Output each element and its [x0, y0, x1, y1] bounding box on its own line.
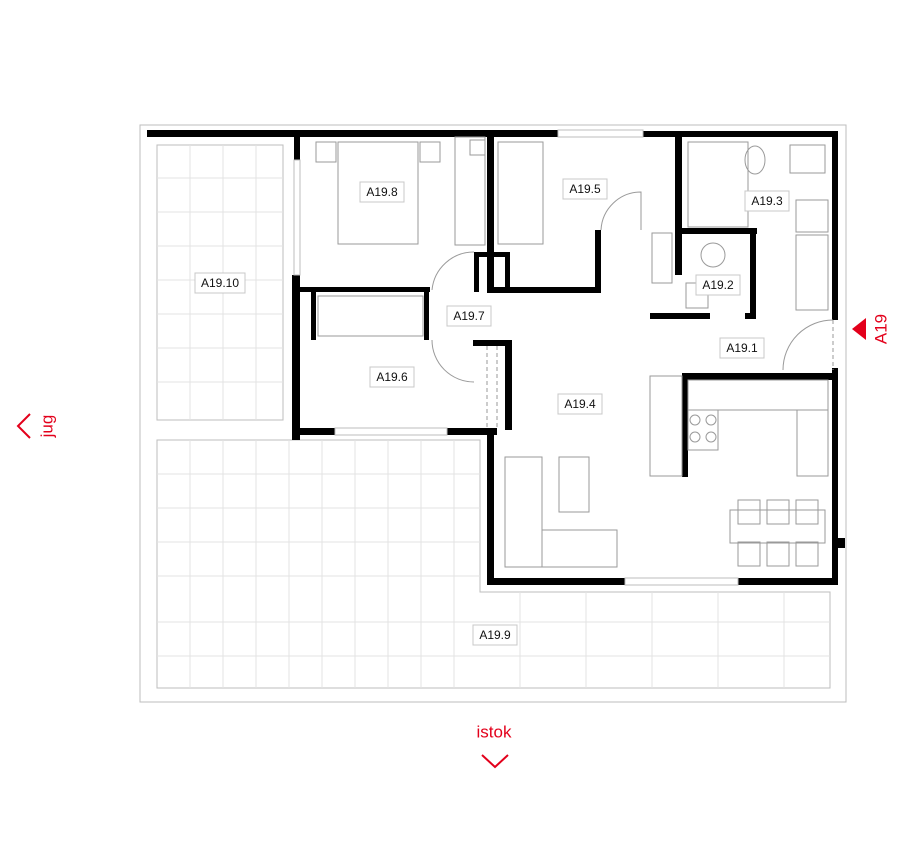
- site-outline: [139, 124, 847, 703]
- doors: [431, 191, 834, 430]
- room-label-a19-7: A19.7: [446, 305, 492, 327]
- coffee-table: [558, 456, 590, 513]
- bathtub: [687, 141, 749, 228]
- south-label: istok: [477, 722, 512, 741]
- furniture: [315, 136, 829, 568]
- west-label: jug: [37, 415, 56, 439]
- room-label-a19-9: A19.9: [472, 624, 518, 646]
- room-label-a19-8: A19.8: [359, 181, 405, 203]
- room-label-a19-5: A19.5: [562, 178, 608, 200]
- single-bed: [497, 141, 544, 245]
- svg-text:A19.2: A19.2: [702, 278, 734, 292]
- washing-machine: [795, 199, 829, 233]
- svg-text:A19.8: A19.8: [366, 185, 398, 199]
- kitchen-island: [649, 375, 683, 477]
- chevron-down-icon: [481, 754, 509, 769]
- room-label-a19-6: A19.6: [369, 366, 415, 388]
- sofa: [504, 456, 543, 568]
- svg-text:A19.4: A19.4: [564, 397, 596, 411]
- svg-text:A19.7: A19.7: [453, 309, 485, 323]
- terrace-a19-9-grid: [156, 439, 831, 689]
- chevron-left-icon: [16, 413, 31, 439]
- double-bed: [337, 141, 419, 245]
- windows: [293, 129, 739, 586]
- svg-text:A19.6: A19.6: [376, 370, 408, 384]
- toilet-wc: [700, 242, 726, 268]
- unit-label: A19: [871, 314, 890, 344]
- svg-text:A19.1: A19.1: [726, 341, 758, 355]
- svg-text:A19.10: A19.10: [201, 276, 239, 290]
- room-label-a19-10: A19.10: [194, 272, 246, 294]
- room-label-a19-3: A19.3: [744, 190, 790, 212]
- toilet: [744, 145, 766, 175]
- dining-table: [729, 509, 826, 544]
- sink: [789, 144, 826, 174]
- walls: [147, 130, 845, 585]
- room-label-a19-2: A19.2: [695, 274, 741, 296]
- room-label-a19-4: A19.4: [557, 393, 603, 415]
- svg-text:A19.9: A19.9: [479, 628, 511, 642]
- room-label-a19-1: A19.1: [719, 337, 765, 359]
- svg-text:A19.5: A19.5: [569, 182, 601, 196]
- svg-text:A19.3: A19.3: [751, 194, 783, 208]
- kitchen-counter: [687, 379, 829, 411]
- single-bed-a19-6: [317, 295, 424, 337]
- entrance-arrow-icon: [852, 318, 866, 340]
